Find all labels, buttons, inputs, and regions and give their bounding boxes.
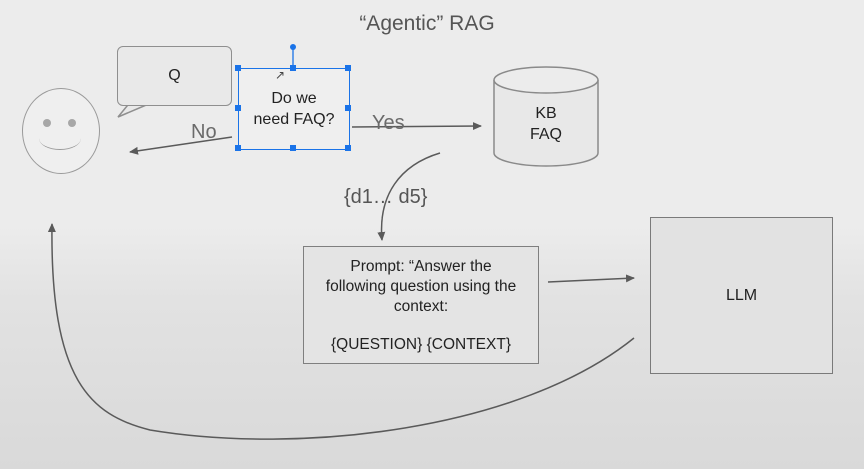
resize-handle-e[interactable] [345, 105, 351, 111]
resize-handle-n[interactable] [290, 65, 296, 71]
arrow-no [129, 136, 233, 155]
resize-handle-ne[interactable] [345, 65, 351, 71]
llm-label: LLM [725, 286, 758, 304]
decision-box[interactable]: Do we need FAQ? [238, 68, 350, 150]
resize-handle-w[interactable] [235, 105, 241, 111]
prompt-spacer [304, 317, 538, 335]
prompt-line-2: following question using the [325, 278, 517, 295]
prompt-line-1: Prompt: “Answer the [350, 258, 492, 275]
resize-handle-se[interactable] [345, 145, 351, 151]
resize-handle-sw[interactable] [235, 145, 241, 151]
prompt-line-3: context: [393, 298, 449, 315]
arrow-yes [351, 122, 482, 131]
question-label: Q [168, 67, 181, 84]
mouse-cursor-icon: ↗ [275, 68, 286, 82]
rotation-handle[interactable] [290, 44, 296, 50]
left-eye [43, 119, 51, 127]
diagram-title: “Agentic” RAG [359, 12, 495, 35]
llm-box[interactable]: LLM [650, 217, 833, 374]
decision-label: Do we need FAQ? [253, 90, 335, 128]
question-bubble[interactable]: Q [117, 46, 232, 106]
prompt-box[interactable]: Prompt: “Answer the following question u… [303, 246, 539, 364]
arrow-llm-to-user [47, 223, 635, 440]
arrow-prompt-to-llm [547, 274, 635, 283]
prompt-variables: {QUESTION} {CONTEXT} [330, 336, 512, 353]
documents-label: {d1… d5} [344, 186, 428, 208]
resize-handle-s[interactable] [290, 145, 296, 151]
edge-label-no: No [191, 121, 217, 143]
smiley-face-icon [22, 88, 100, 174]
smile-mouth [39, 127, 81, 150]
edge-label-yes: Yes [372, 112, 405, 134]
kb-label: KB FAQ [529, 105, 562, 143]
kb-cylinder [493, 66, 599, 167]
arrow-kb-to-prompt [377, 152, 441, 241]
right-eye [68, 119, 76, 127]
resize-handle-nw[interactable] [235, 65, 241, 71]
